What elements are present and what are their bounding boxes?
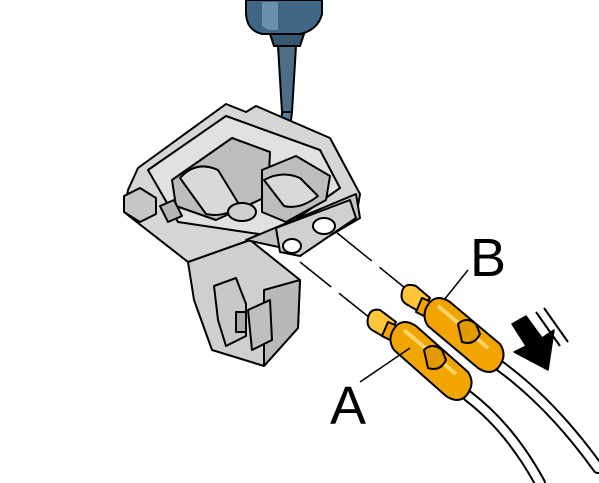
tool-ferrule	[268, 33, 306, 47]
terminal-hole-b	[312, 217, 336, 235]
alignment-line-a	[299, 261, 371, 319]
housing-left-tab	[123, 187, 157, 223]
wire-a	[464, 392, 544, 483]
terminal-a	[366, 308, 473, 401]
connector-housing	[123, 103, 361, 367]
tool-shaft	[276, 45, 298, 113]
callout-label-b: B	[470, 228, 506, 288]
arrow-body	[511, 315, 555, 371]
tool-handle	[245, 0, 323, 35]
housing-lower-rib	[247, 299, 273, 351]
alignment-line-b	[335, 231, 411, 293]
inner-barrel-right	[263, 173, 319, 208]
wire-b	[496, 362, 599, 472]
arrow-motion-line-1	[535, 311, 561, 347]
callout-leaders	[359, 269, 469, 383]
housing-left-notch	[159, 199, 183, 223]
callout-leader-a	[359, 347, 411, 383]
terminal-a-collar	[423, 345, 447, 370]
latch-slot	[235, 311, 247, 333]
tool-handle-highlight	[262, 2, 278, 30]
arrow-motion-line-2	[543, 307, 569, 343]
terminal-b-collar	[457, 319, 481, 344]
callout-leader-b	[443, 269, 469, 301]
wires	[462, 360, 599, 483]
terminal-hole-a	[282, 238, 302, 254]
terminal-b	[400, 283, 505, 373]
alignment-lines	[299, 231, 411, 319]
pull-direction-arrow-icon	[511, 307, 569, 371]
callout-label-a: A	[330, 376, 366, 436]
inner-barrel-left-end	[227, 202, 257, 222]
